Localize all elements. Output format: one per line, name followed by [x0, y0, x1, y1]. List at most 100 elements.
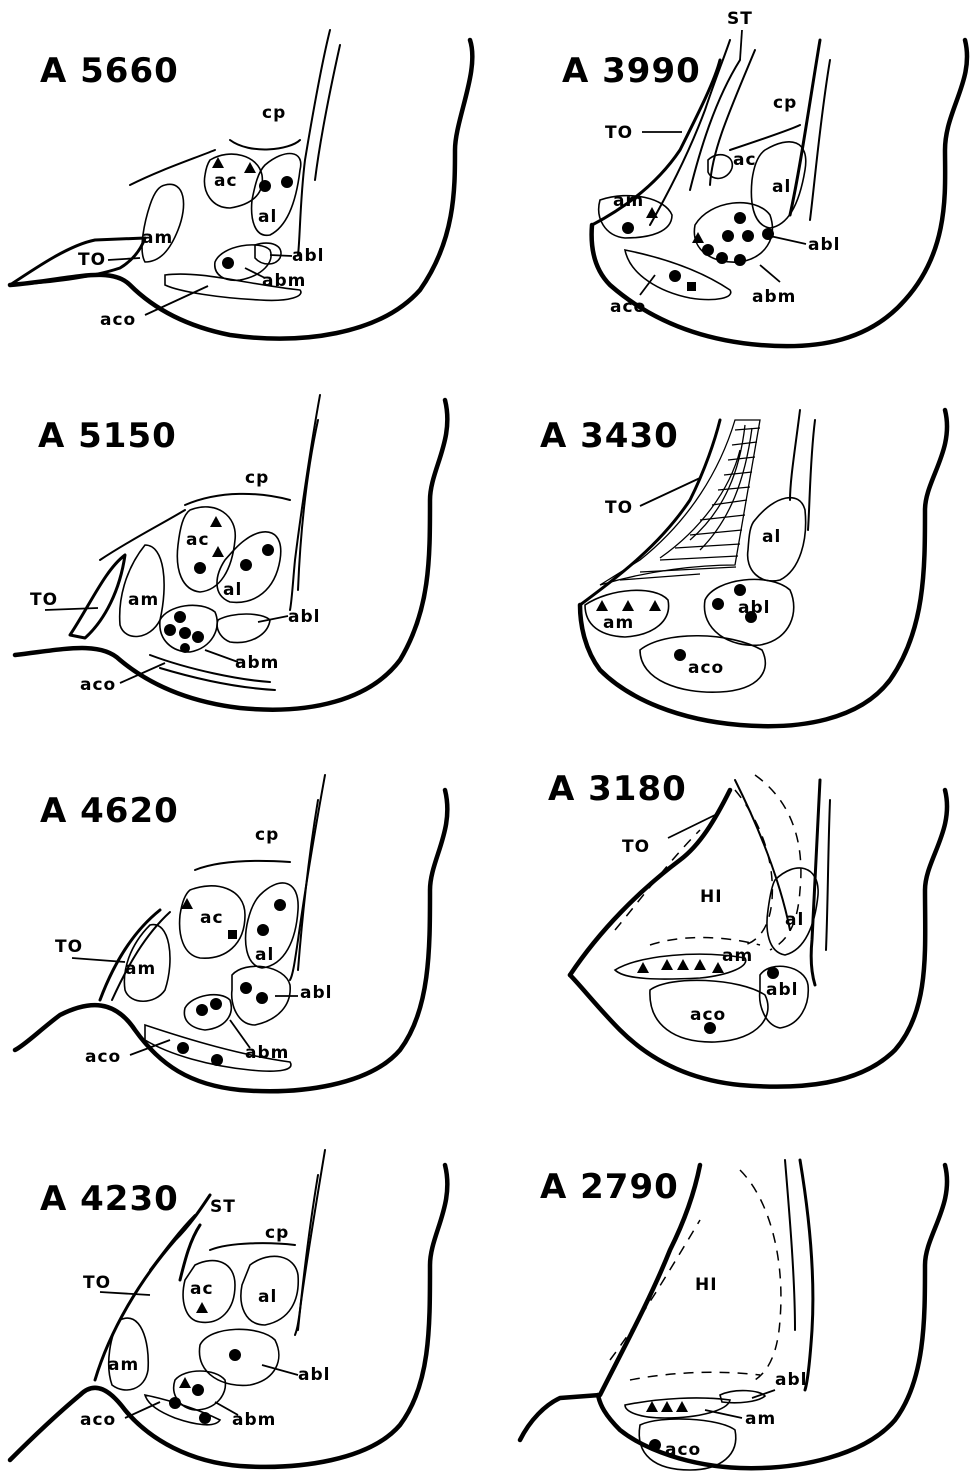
label-TO: TO	[622, 837, 650, 857]
circle-marker	[192, 1384, 204, 1396]
label-al: al	[258, 1287, 277, 1307]
circle-marker	[262, 544, 274, 556]
label-al: al	[762, 527, 781, 547]
triangle-marker	[694, 959, 706, 970]
stria-outline	[570, 790, 730, 975]
boundary-line	[185, 494, 290, 505]
triangle-marker	[649, 600, 661, 611]
label-arrow	[100, 1292, 150, 1295]
circle-marker	[196, 1004, 208, 1016]
nucleus-abm	[184, 995, 231, 1030]
fiber-tract	[808, 420, 815, 530]
label-aco: aco	[690, 1005, 726, 1025]
circle-marker	[192, 631, 204, 643]
label-abm: abm	[245, 1043, 289, 1063]
triangle-marker	[622, 600, 634, 611]
label-al: al	[785, 910, 804, 930]
circle-marker	[174, 611, 186, 623]
label-al: al	[223, 580, 242, 600]
label-abl: abl	[288, 607, 320, 627]
label-arrow	[262, 1365, 298, 1375]
label-abm: abm	[752, 287, 796, 307]
fiber-tract	[790, 410, 800, 500]
label-ac: ac	[214, 171, 238, 191]
label-cp: cp	[255, 825, 279, 845]
label-al: al	[772, 177, 791, 197]
label-am: am	[125, 959, 156, 979]
triangle-marker	[212, 546, 224, 557]
panel-title: A 3990	[562, 51, 701, 91]
label-aco: aco	[610, 297, 646, 317]
label-al: al	[255, 945, 274, 965]
triangle-marker	[196, 1302, 208, 1313]
circle-marker	[274, 899, 286, 911]
label-TO: TO	[55, 937, 83, 957]
label-arrow	[258, 616, 288, 622]
boundary-line	[210, 1243, 295, 1250]
panel-title: A 5150	[38, 416, 177, 456]
triangle-marker	[661, 959, 673, 970]
label-arrow	[705, 1410, 742, 1418]
panel-a5660: A 5660 TO cp am ac al abl abm	[10, 30, 472, 339]
triangle-marker	[676, 1401, 688, 1412]
panel-title: A 3180	[548, 769, 687, 809]
circle-marker	[734, 254, 746, 266]
label-am: am	[108, 1355, 139, 1375]
panel-a2790: A 2790 HI am abl aco	[520, 1160, 947, 1470]
label-cp: cp	[245, 468, 269, 488]
hippocampus-dashed	[740, 1170, 781, 1380]
label-am: am	[142, 228, 173, 248]
label-aco: aco	[80, 675, 116, 695]
hippocampus-dashed	[630, 1372, 760, 1380]
label-abl: abl	[300, 983, 332, 1003]
circle-marker	[704, 1022, 716, 1034]
label-ST: ST	[210, 1197, 236, 1217]
fiber-tract	[298, 420, 318, 590]
label-aco: aco	[665, 1440, 701, 1460]
label-am: am	[722, 946, 753, 966]
circle-marker	[256, 992, 268, 1004]
circle-marker	[180, 643, 190, 653]
label-abl: abl	[738, 598, 770, 618]
circle-marker	[722, 230, 734, 242]
triangle-marker	[637, 962, 649, 973]
label-abl: abl	[298, 1365, 330, 1385]
triangle-marker	[179, 1377, 191, 1388]
label-abm: abm	[232, 1410, 276, 1430]
boundary-line	[130, 150, 215, 185]
label-ST: ST	[727, 9, 753, 29]
label-arrow	[770, 236, 806, 244]
label-am: am	[745, 1409, 776, 1429]
label-arrow	[215, 1402, 238, 1415]
label-arrow	[270, 255, 292, 256]
label-TO: TO	[605, 498, 633, 518]
fiber-tract	[811, 780, 820, 985]
boundary-line	[730, 125, 800, 150]
circle-marker	[669, 270, 681, 282]
label-aco: aco	[80, 1410, 116, 1430]
triangle-marker	[244, 162, 256, 173]
label-arrow	[205, 650, 238, 662]
label-TO: TO	[83, 1273, 111, 1293]
label-TO: TO	[30, 590, 58, 610]
nucleus-am	[625, 1398, 730, 1418]
circle-marker	[734, 584, 746, 596]
triangle-marker	[661, 1401, 673, 1412]
triangle-marker	[596, 600, 608, 611]
label-arrow	[640, 478, 700, 506]
circle-marker	[229, 1349, 241, 1361]
circle-marker	[716, 252, 728, 264]
label-aco: aco	[85, 1047, 121, 1067]
nucleus-abl	[255, 243, 281, 264]
label-am: am	[603, 613, 634, 633]
panel-a5150: A 5150 TO cp am ac al abm a	[15, 395, 447, 710]
label-arrow	[125, 1402, 160, 1418]
circle-marker	[199, 1412, 211, 1424]
nucleus-abl	[217, 614, 270, 643]
panel-title: A 4230	[40, 1179, 179, 1219]
brain-outline	[580, 410, 947, 726]
panel-a4230: A 4230 ST cp TO am ac al abl abm	[10, 1150, 447, 1467]
label-al: al	[258, 207, 277, 227]
fiber-tract	[800, 1160, 813, 1390]
